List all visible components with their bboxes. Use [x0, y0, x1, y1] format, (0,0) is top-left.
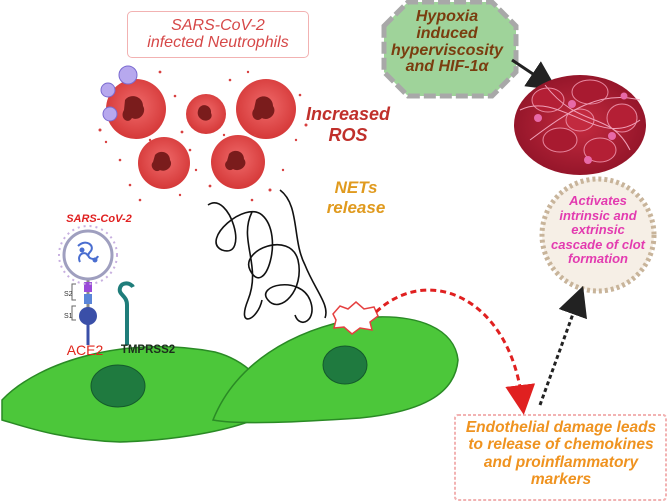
endothelial-damage-label: Endothelial damage leads to release of c… — [459, 419, 663, 488]
infected-line-2: infected Neutrophils — [147, 33, 289, 51]
tmprss2-label: TMPRSS2 — [120, 344, 176, 356]
net-strand-icon — [207, 189, 327, 323]
hypoxia-line-3: hyperviscosity — [390, 41, 504, 59]
ros-line-2: ROS — [328, 124, 368, 145]
nets-line-2: release — [326, 197, 386, 217]
tmprss2-protease-icon — [117, 281, 135, 345]
coronavirus-small-icon — [100, 65, 138, 122]
neutrophil-cluster — [98, 65, 308, 202]
ace2-label: ACE2 — [66, 342, 104, 358]
activates-line-1: Activates — [569, 193, 627, 208]
arrow-hypoxia-to-clot — [511, 58, 558, 91]
nucleus-right — [322, 345, 368, 385]
nets-line-1: NETs — [334, 178, 378, 197]
neutrophil-cell-icon — [211, 135, 265, 189]
increased-ros-label: Increased ROS — [298, 104, 398, 145]
hypoxia-line-2: induced — [416, 24, 478, 42]
endothelial-cell-right — [211, 316, 459, 424]
arrow-box-to-cascade — [538, 285, 588, 406]
coronavirus-icon — [58, 225, 118, 285]
activates-line-5: formation — [568, 251, 628, 267]
hypoxia-line-1: Hypoxia — [415, 8, 479, 25]
nucleus-left — [90, 364, 146, 408]
infected-line-1: SARS-CoV-2 — [171, 16, 265, 34]
endo-line-4: markers — [530, 471, 592, 489]
activates-line-3: extrinsic — [571, 222, 625, 238]
s1-label: S1 — [64, 313, 73, 320]
damage-burst-icon — [332, 301, 379, 335]
hypoxia-line-4: and HIF-1α — [405, 58, 489, 76]
endo-line-1: Endothelial damage leads — [465, 419, 657, 436]
nets-release-label: NETs release — [316, 178, 396, 217]
endo-line-2: to release of chemokines — [468, 436, 654, 454]
endothelial-damage-box — [454, 414, 667, 501]
infected-neutrophils-label: SARS-CoV-2 infected Neutrophils — [127, 11, 309, 58]
activates-line-2: intrinsic and — [559, 207, 637, 223]
sars-cov-2-label: SARS-CoV-2 — [66, 213, 132, 225]
blood-clot-icon — [514, 75, 646, 175]
neutrophil-cell-icon — [236, 79, 296, 139]
ros-line-1: Increased — [305, 104, 391, 124]
neutrophil-cell-icon — [138, 137, 190, 189]
activates-line-4: cascade of clot — [551, 236, 645, 252]
clot-cascade-label: Activates intrinsic and extrinsic cascad… — [543, 193, 653, 267]
hypoxia-label: Hypoxia induced hyperviscosity and HIF-1… — [383, 8, 511, 76]
s2-label: S2 — [64, 291, 73, 298]
neutrophil-cell-icon — [106, 79, 166, 139]
hypoxia-octagon — [381, 0, 519, 99]
neutrophil-cell-icon — [186, 94, 226, 134]
clot-cascade-circle — [539, 176, 657, 294]
endo-line-3: and proinflammatory — [483, 453, 639, 471]
